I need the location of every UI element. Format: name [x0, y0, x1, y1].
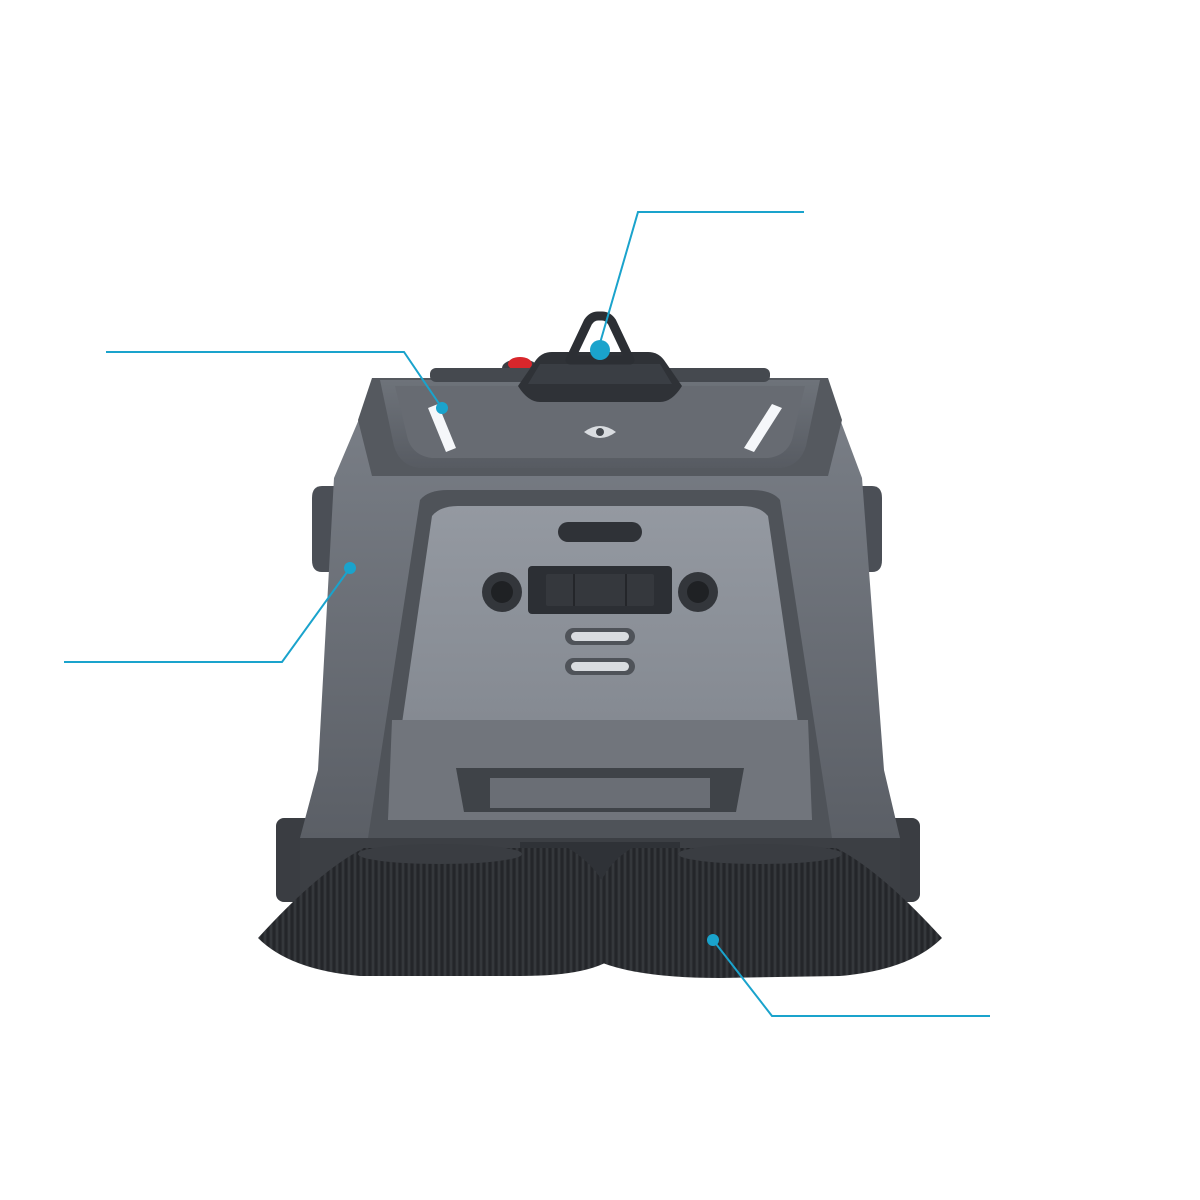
callout-side-brush	[707, 934, 990, 1017]
callout-side-shell	[64, 562, 356, 663]
left-depth-camera-icon	[482, 572, 522, 612]
right-depth-camera-icon	[678, 572, 718, 612]
right-led-strip	[744, 404, 782, 452]
front-camera-icon	[528, 566, 672, 614]
side-brush-left-icon	[258, 844, 619, 976]
top-cover-inner	[395, 386, 805, 458]
left-led-strip	[428, 404, 456, 452]
callouts	[64, 211, 990, 1017]
side-brush-right-icon	[593, 844, 942, 978]
front-light-bar-bottom-inner	[571, 662, 629, 671]
callout-top-sensor	[592, 211, 804, 356]
callout-top-cover	[106, 351, 448, 414]
bumper-slot	[490, 778, 710, 808]
front-light-bar-top-inner	[571, 632, 629, 641]
front-indicator-slot	[558, 522, 642, 542]
lidar-sensor-icon	[518, 311, 682, 402]
robot-body	[258, 311, 942, 978]
top-logo-icon	[584, 426, 616, 438]
